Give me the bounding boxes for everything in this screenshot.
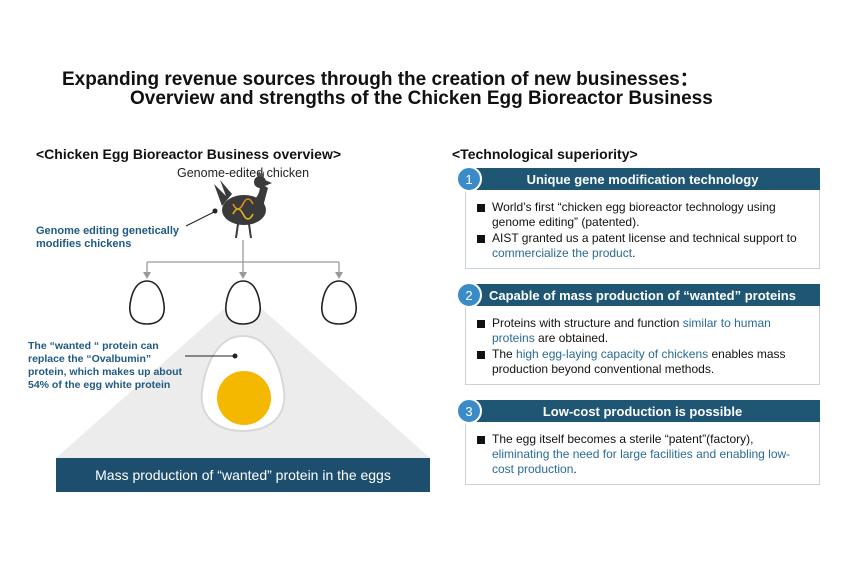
egg-center [225,280,261,325]
dna-icon [232,198,254,220]
list-item: Proteins with structure and function sim… [476,316,811,346]
tech-card-1: 1 Unique gene modification technology Wo… [456,166,820,269]
tech-card-3-title: Low-cost production is possible [542,403,743,419]
chicken-label: Genome-edited chicken [177,166,310,180]
tech-card-2-header: 2 Capable of mass production of “wanted”… [456,282,820,308]
protein-note: The “wanted “ protein can replace the “O… [28,340,183,391]
tech-heading: <Technological superiority> [452,146,638,162]
tech-card-3: 3 Low-cost production is possible The eg… [456,398,820,485]
tech-card-1-body: World’s first “chicken egg bioreactor te… [465,190,820,269]
list-item: The egg itself becomes a sterile “patent… [476,432,811,477]
list-item: The high egg-laying capacity of chickens… [476,347,811,377]
tech-card-2: 2 Capable of mass production of “wanted”… [456,282,820,385]
tech-card-1-title: Unique gene modification technology [526,171,759,187]
title-line-1: Expanding revenue sources through the cr… [62,69,699,90]
tech-card-1-header: 1 Unique gene modification technology [456,166,820,192]
egg-cross-section [200,334,286,433]
egg-left [129,280,165,325]
genome-editing-note: Genome editing genetically modifies chic… [36,225,180,250]
eggs-row [129,280,357,325]
tech-card-2-number: 2 [456,282,482,308]
egg-right [321,280,357,325]
tech-card-3-number: 3 [456,398,482,424]
egg-yolk [217,371,271,425]
tech-card-1-number: 1 [456,166,482,192]
mass-production-banner: Mass production of “wanted” protein in t… [56,458,430,492]
list-item: AIST granted us a patent license and tec… [476,231,811,261]
tech-card-2-title: Capable of mass production of “wanted” p… [489,287,796,303]
list-item: World’s first “chicken egg bioreactor te… [476,200,811,230]
tech-card-3-body: The egg itself becomes a sterile “patent… [465,422,820,485]
tech-card-3-header: 3 Low-cost production is possible [456,398,820,424]
tech-card-2-body: Proteins with structure and function sim… [465,306,820,385]
overview-heading: <Chicken Egg Bioreactor Business overvie… [36,146,342,162]
edit-pointer-line [185,211,215,227]
title-line-2: Overview and strengths of the Chicken Eg… [130,88,713,109]
chicken-icon [214,171,272,239]
